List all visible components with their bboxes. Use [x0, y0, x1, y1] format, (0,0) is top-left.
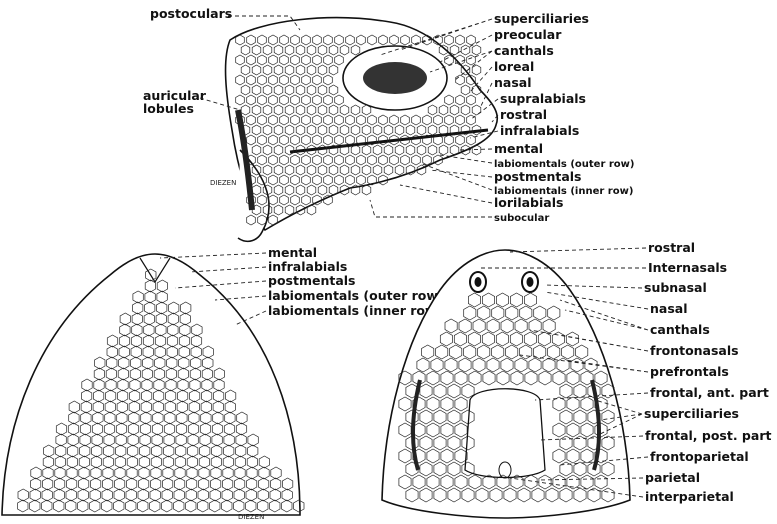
label-auricular-lobules: auricular lobules — [143, 88, 207, 116]
side-scale — [362, 185, 371, 195]
dorsal-label-frontal-post: frontal, post. part — [645, 428, 771, 443]
dorsal-label-nasal: nasal — [650, 301, 688, 316]
label-infralabials: infralabials — [500, 123, 579, 138]
svg-text:lobules: lobules — [143, 101, 194, 116]
dorsal-label-frontal-ant: frontal, ant. part — [650, 385, 769, 400]
label-canthals: canthals — [494, 43, 554, 58]
dorsal-label-rostral: rostral — [648, 240, 695, 255]
ventral-label-labiomentals-inner: labiomentals (inner row) — [268, 303, 442, 318]
side-view-labels: superciliaries preocular canthals loreal… — [494, 11, 635, 224]
side-scale — [456, 35, 465, 45]
side-scale — [472, 145, 481, 155]
left-nostril-opening — [475, 277, 482, 287]
dorsal-label-frontonasals: frontonasals — [650, 343, 739, 358]
label-loreal: loreal — [494, 59, 534, 74]
label-nasal: nasal — [494, 75, 532, 90]
side-scale — [445, 35, 454, 45]
dorsal-label-superciliaries: superciliaries — [644, 406, 739, 421]
label-subocular: subocular — [494, 213, 549, 224]
ventral-label-postmentals: postmentals — [268, 273, 356, 288]
side-view-signature: DIEZEN — [210, 179, 236, 187]
label-rostral: rostral — [500, 107, 547, 122]
dorsal-label-canthals: canthals — [650, 322, 710, 337]
right-nostril-opening — [527, 277, 534, 287]
side-scale — [461, 45, 470, 55]
label-lorilabials: lorilabials — [494, 195, 563, 210]
label-mental: mental — [494, 141, 543, 156]
side-view-head: DIEZEN — [210, 18, 497, 242]
label-postoculars: postoculars — [150, 6, 232, 21]
side-scale — [450, 45, 459, 55]
label-superciliaries: superciliaries — [494, 11, 589, 26]
dorsal-label-interparietal: interparietal — [645, 489, 734, 504]
dorsal-label-internasals: Internasals — [648, 260, 727, 275]
ventral-label-infralabials: infralabials — [268, 259, 347, 274]
side-scale — [472, 45, 481, 55]
ventral-view-chin: DIEZEN — [2, 254, 304, 521]
label-postmentals: postmentals — [494, 169, 582, 184]
ventral-label-mental: mental — [268, 245, 317, 260]
dorsal-label-subnasal: subnasal — [644, 280, 707, 295]
side-scale — [467, 35, 476, 45]
eye — [363, 62, 427, 94]
label-supralabials: supralabials — [500, 91, 586, 106]
dorsal-label-frontoparietal: frontoparietal — [650, 449, 749, 464]
side-scale — [307, 205, 316, 215]
ventral-view-labels: mental infralabials postmentals labiomen… — [268, 245, 444, 318]
ventral-view-signature: DIEZEN — [238, 513, 264, 521]
label-preocular: preocular — [494, 27, 562, 42]
ventral-label-labiomentals-outer: labiomentals (outer row) — [268, 288, 444, 303]
side-scale — [472, 65, 481, 75]
dorsal-label-parietal: parietal — [645, 470, 700, 485]
dorsal-label-prefrontals: prefrontals — [650, 364, 729, 379]
dorsal-view-labels: rostral Internasals subnasal nasal canth… — [644, 240, 771, 504]
side-scale — [467, 55, 476, 65]
